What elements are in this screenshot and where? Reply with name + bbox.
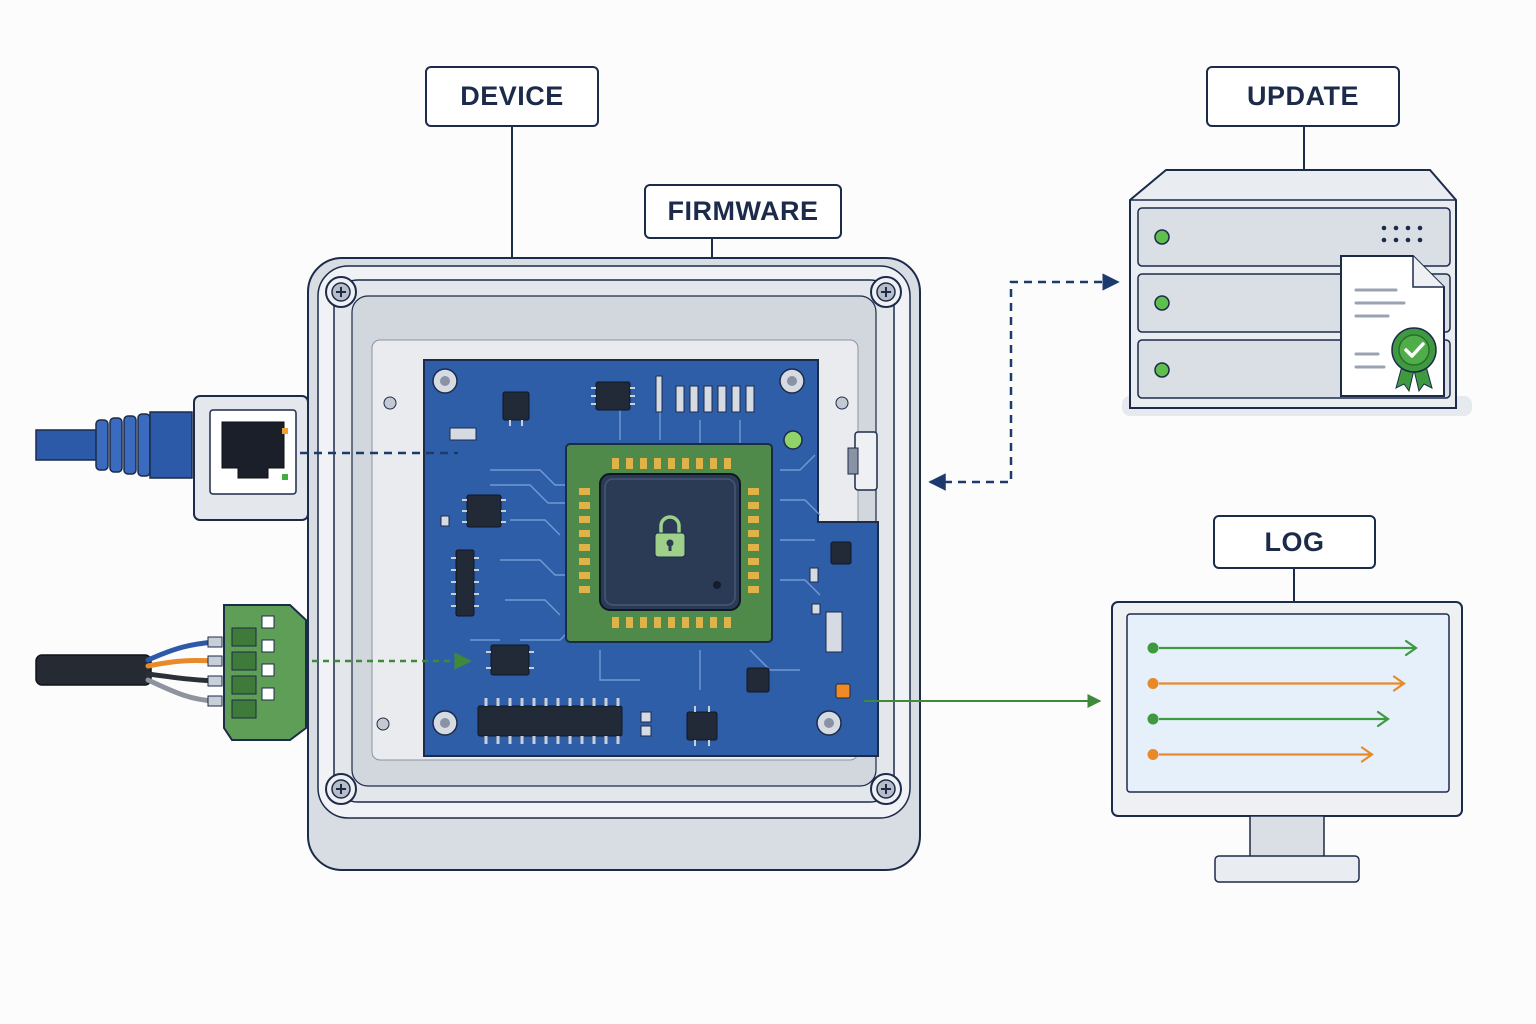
log-entry-arrowhead bbox=[1376, 710, 1390, 728]
ethernet-connection bbox=[35, 395, 309, 521]
pcb-board bbox=[423, 359, 879, 757]
log-entry-dot bbox=[1147, 678, 1159, 689]
seal-checkmark-icon bbox=[1391, 327, 1437, 393]
log-entry bbox=[1147, 710, 1390, 728]
update-label: UPDATE bbox=[1206, 66, 1400, 127]
update-link bbox=[928, 273, 1120, 491]
log-entry bbox=[1147, 639, 1418, 657]
firmware-label: FIRMWARE bbox=[644, 184, 842, 239]
log-entry-dot bbox=[1147, 642, 1159, 654]
log-entry-dot bbox=[1147, 713, 1159, 725]
status-led bbox=[783, 430, 803, 450]
monitor-icon bbox=[1111, 601, 1463, 883]
debug-led bbox=[835, 683, 851, 699]
log-label: LOG bbox=[1213, 515, 1376, 569]
log-entries bbox=[1147, 639, 1418, 763]
log-entry-arrowhead bbox=[1392, 675, 1406, 692]
server-rack-icon bbox=[1122, 169, 1472, 416]
enclosure-screws bbox=[325, 276, 902, 805]
log-entry bbox=[1147, 746, 1374, 763]
log-entry-arrowhead bbox=[1360, 746, 1374, 763]
device-label: DEVICE bbox=[425, 66, 599, 127]
firmware-chip bbox=[565, 443, 773, 643]
ethernet-port-icon bbox=[193, 395, 309, 521]
log-entry-dot bbox=[1147, 749, 1159, 760]
connection-arrows bbox=[300, 273, 1120, 708]
padlock-icon bbox=[654, 515, 686, 558]
log-entry bbox=[1147, 675, 1406, 692]
log-entry-arrowhead bbox=[1404, 639, 1418, 657]
terminal-block-connection bbox=[35, 604, 307, 741]
